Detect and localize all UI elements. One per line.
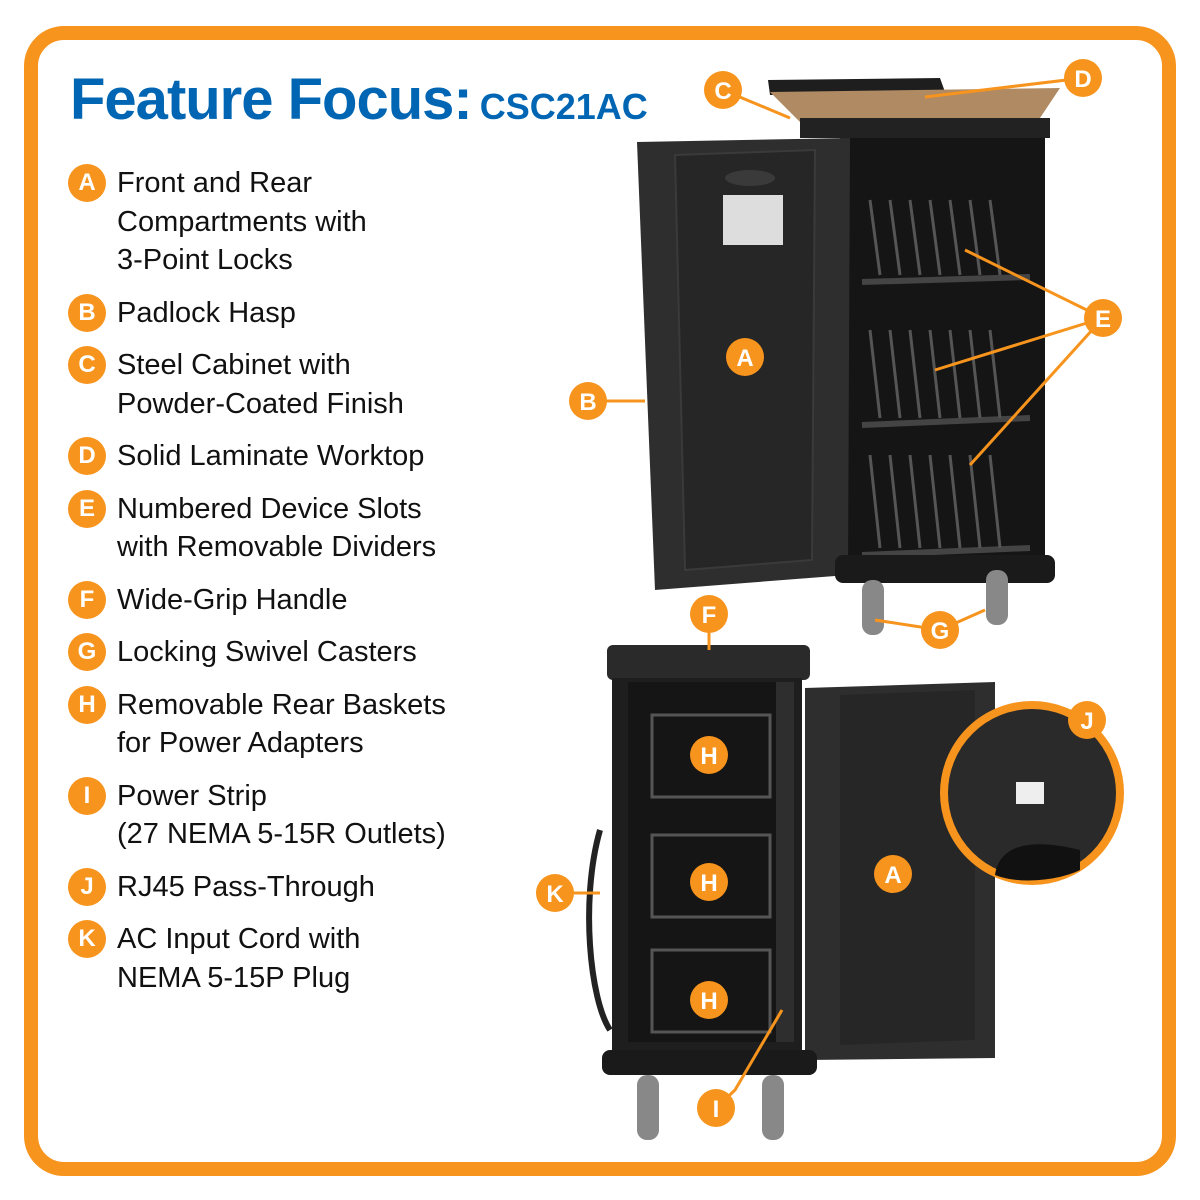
svg-text:H: H <box>700 870 717 897</box>
feature-text: RJ45 Pass-Through <box>117 870 375 903</box>
feature-item-h: H Removable Rear Baskets for Power Adapte… <box>68 685 498 763</box>
callout-i: I <box>697 1089 735 1127</box>
letter-badge: F <box>68 580 106 619</box>
feature-text: Power Strip (27 NEMA 5-15R Outlets) <box>117 779 446 851</box>
feature-text: Front and Rear Compartments with 3-Point… <box>117 167 367 276</box>
feature-text: Solid Laminate Worktop <box>117 440 425 472</box>
callout-e: E <box>1084 299 1122 337</box>
feature-text: AC Input Cord with NEMA 5-15P Plug <box>117 923 361 994</box>
ac-cord <box>586 829 613 1032</box>
callout-c: C <box>704 71 742 109</box>
callout-g: G <box>921 611 959 649</box>
callout-h-3: H <box>690 981 728 1019</box>
callout-a-rear: A <box>874 855 912 893</box>
callout-f: F <box>690 595 728 633</box>
front-cart-image <box>637 78 1060 635</box>
svg-text:H: H <box>700 743 717 770</box>
callout-b: B <box>569 382 607 420</box>
feature-list: A Front and Rear Compartments with 3-Poin… <box>68 164 498 1011</box>
letter-badge: D <box>68 437 106 475</box>
svg-text:I: I <box>713 1096 720 1123</box>
feature-item-k: K AC Input Cord with NEMA 5-15P Plug <box>68 920 498 997</box>
svg-text:E: E <box>1095 306 1111 333</box>
feature-item-e: E Numbered Device Slots with Removable Di… <box>68 489 498 567</box>
feature-item-c: C Steel Cabinet with Powder-Coated Finish <box>68 346 498 423</box>
letter-badge: B <box>68 293 106 332</box>
device-slot-dividers <box>868 199 1002 549</box>
orange-frame <box>24 26 1176 1176</box>
callout-h-1: H <box>690 736 728 774</box>
svg-text:A: A <box>736 345 753 372</box>
svg-text:A: A <box>884 862 901 889</box>
letter-badge: K <box>68 920 106 958</box>
feature-item-g: G Locking Swivel Casters <box>68 633 498 672</box>
callout-a-front: A <box>726 338 764 376</box>
feature-text: Removable Rear Baskets for Power Adapter… <box>117 688 446 760</box>
feature-text: Padlock Hasp <box>117 296 296 329</box>
letter-badge: C <box>68 346 106 384</box>
letter-badge: A <box>68 164 106 202</box>
svg-text:B: B <box>579 389 596 416</box>
callout-h-2: H <box>690 863 728 901</box>
letter-badge: E <box>68 489 106 528</box>
rear-cart-image <box>586 645 995 1140</box>
letter-badge: H <box>68 685 106 724</box>
letter-badge: G <box>68 633 106 671</box>
feature-item-i: I Power Strip (27 NEMA 5-15R Outlets) <box>68 776 498 854</box>
feature-item-j: J RJ45 Pass-Through <box>68 867 498 907</box>
feature-item-f: F Wide-Grip Handle <box>68 580 498 620</box>
svg-text:J: J <box>1080 708 1093 735</box>
feature-text: Numbered Device Slots with Removable Div… <box>117 492 437 564</box>
feature-text: Steel Cabinet with Powder-Coated Finish <box>117 349 404 420</box>
power-strip <box>776 682 794 1042</box>
svg-text:H: H <box>700 988 717 1015</box>
page-title: Feature Focus:CSC21AC <box>70 66 648 133</box>
feature-item-a: A Front and Rear Compartments with 3-Poin… <box>68 164 498 280</box>
svg-text:C: C <box>714 78 731 105</box>
letter-badge: J <box>68 867 106 906</box>
callout-d: D <box>1064 59 1102 97</box>
svg-text:K: K <box>546 881 564 908</box>
svg-text:F: F <box>702 602 717 629</box>
feature-item-b: B Padlock Hasp <box>68 293 498 333</box>
laminate-worktop <box>770 88 1060 122</box>
rj45-inset <box>940 701 1124 885</box>
wide-grip-handle <box>607 645 810 680</box>
feature-text: Locking Swivel Casters <box>117 636 417 668</box>
feature-item-d: D Solid Laminate Worktop <box>68 437 498 476</box>
callout-k: K <box>536 874 574 912</box>
svg-text:D: D <box>1074 66 1091 93</box>
feature-text: Wide-Grip Handle <box>117 583 348 616</box>
model-number: CSC21AC <box>479 86 648 127</box>
title-main: Feature Focus: <box>70 67 473 132</box>
letter-badge: I <box>68 776 106 815</box>
callout-j: J <box>1068 701 1106 739</box>
svg-text:G: G <box>931 618 950 645</box>
